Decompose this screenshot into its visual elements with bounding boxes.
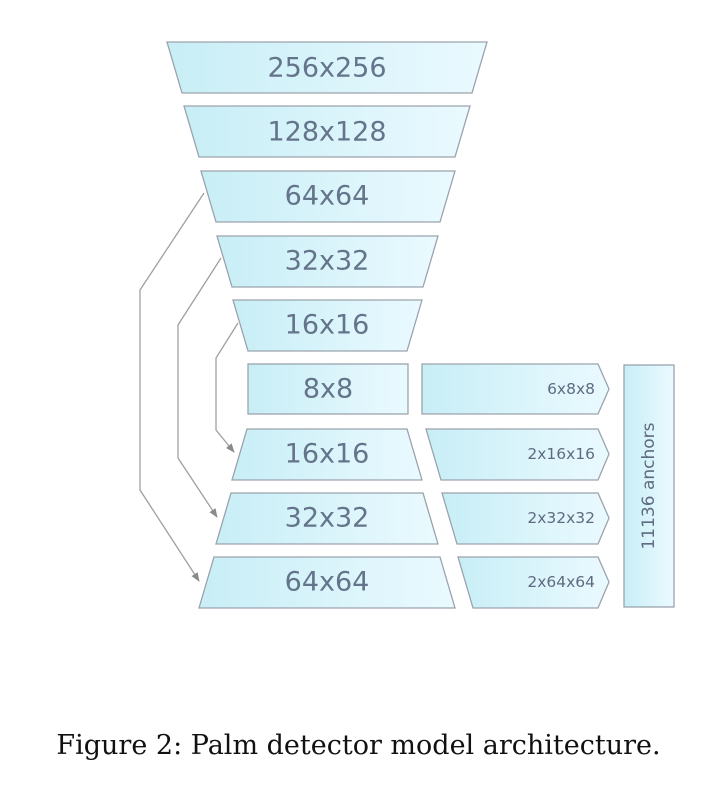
head-block-8: 6x8x8 <box>421 363 610 415</box>
decoder-block-32: 32x32 <box>215 492 439 545</box>
decoder-label-16: 16x16 <box>285 439 370 470</box>
encoder-block-64: 64x64 <box>200 170 456 223</box>
encoder-block-16: 16x16 <box>232 299 423 352</box>
decoder-block-16: 16x16 <box>231 428 423 481</box>
encoder-label-8: 8x8 <box>303 374 353 405</box>
skip-connection-32 <box>177 257 222 518</box>
encoder-block-256: 256x256 <box>166 41 488 94</box>
head-block-32: 2x32x32 <box>441 492 610 545</box>
anchors-label: 11136 anchors <box>639 422 659 549</box>
encoder-block-8: 8x8 <box>247 363 409 415</box>
encoder-label-32: 32x32 <box>285 246 370 277</box>
head-block-16: 2x16x16 <box>425 428 610 481</box>
palm-detector-diagram: 256x256 128x128 64x64 32x32 16x16 8x8 16… <box>139 41 675 609</box>
head-label-64: 2x64x64 <box>527 573 595 591</box>
head-label-16: 2x16x16 <box>527 445 595 463</box>
skip-connection-16 <box>215 322 239 453</box>
figure-caption: Figure 2: Palm detector model architectu… <box>56 730 661 761</box>
encoder-block-128: 128x128 <box>183 105 471 158</box>
head-block-64: 2x64x64 <box>457 556 610 609</box>
encoder-label-16: 16x16 <box>285 310 370 341</box>
encoder-label-64: 64x64 <box>285 181 370 212</box>
encoder-label-256: 256x256 <box>267 53 386 84</box>
anchors-block: 11136 anchors <box>623 364 675 608</box>
skip-connection-64 <box>139 192 205 582</box>
decoder-block-64: 64x64 <box>198 556 456 609</box>
encoder-block-32: 32x32 <box>216 235 439 288</box>
head-label-32: 2x32x32 <box>527 509 595 527</box>
encoder-label-128: 128x128 <box>267 117 386 148</box>
head-label-8: 6x8x8 <box>547 380 595 398</box>
decoder-label-32: 32x32 <box>285 503 370 534</box>
decoder-label-64: 64x64 <box>285 567 370 598</box>
